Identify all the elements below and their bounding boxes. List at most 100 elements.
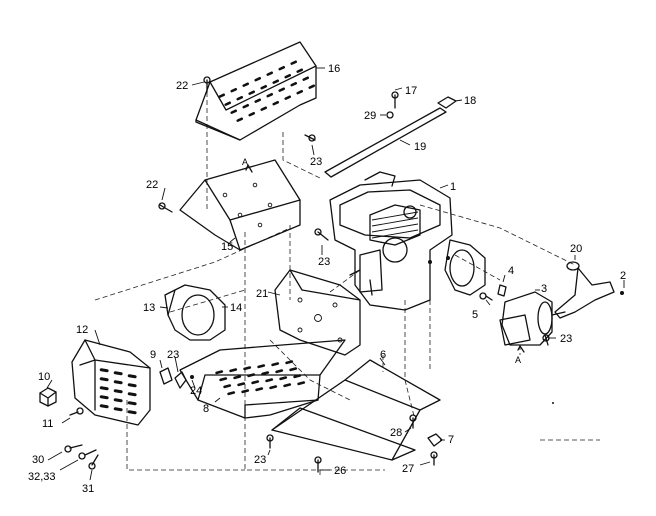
- vent-slot: [289, 367, 298, 372]
- vent-slot: [229, 368, 238, 373]
- vent-slot: [127, 392, 137, 397]
- bar-part-19: [324, 107, 447, 178]
- vent-slot: [99, 368, 109, 373]
- callout-9: 9: [150, 349, 156, 361]
- exhaust-bracket-part-20: [554, 261, 624, 319]
- callout-14: 14: [230, 302, 242, 314]
- vent-slot: [99, 395, 109, 400]
- callout-20: 20: [570, 243, 582, 255]
- callout-17: 17: [405, 85, 417, 97]
- vent-slot: [113, 380, 123, 385]
- vent-slot: [293, 374, 302, 379]
- front-panel-part-12: [71, 339, 151, 426]
- callout-15: 15: [221, 241, 233, 253]
- vent-slot: [113, 407, 123, 412]
- vent-slot: [290, 81, 298, 87]
- vent-slot: [247, 373, 256, 378]
- callout-26: 29: [364, 110, 376, 122]
- muffler-part-3: [499, 291, 566, 346]
- vent-slot: [302, 76, 310, 81]
- callout-21: 21: [256, 288, 268, 300]
- vent-slot: [272, 100, 280, 106]
- vent-slot: [230, 109, 238, 114]
- vent-slot: [285, 360, 294, 365]
- callout-23-right: 23: [560, 333, 572, 345]
- vent-slot: [255, 387, 264, 392]
- vent-slot: [113, 398, 123, 403]
- vent-slot: [237, 382, 246, 387]
- vent-slot: [227, 391, 236, 396]
- callout-4: 4: [508, 265, 514, 277]
- fasteners-4-5: [479, 284, 507, 301]
- vent-slot: [219, 377, 228, 382]
- callout-5: 5: [472, 309, 478, 321]
- vent-slot: [99, 377, 109, 382]
- bolts: [64, 76, 550, 473]
- vent-slot: [265, 378, 274, 383]
- callout-2: 2: [620, 270, 626, 282]
- frame-part-6: [271, 359, 441, 461]
- vent-slot: [242, 103, 250, 109]
- callout-12: 12: [76, 324, 88, 336]
- vent-slot: [236, 117, 244, 122]
- vent-slot: [308, 84, 316, 89]
- vent-slot: [266, 92, 274, 98]
- vent-slot: [254, 98, 262, 103]
- vent-slot: [127, 374, 137, 379]
- block-part-11: [39, 387, 57, 407]
- vent-slot: [127, 401, 137, 406]
- vent-slot: [248, 90, 256, 95]
- callout-30: 31: [82, 483, 94, 495]
- vent-slot: [99, 404, 109, 409]
- callout-8: 8: [203, 403, 209, 415]
- leader-lines: [46, 67, 625, 481]
- vent-slot: [278, 65, 286, 71]
- vent-slot: [230, 87, 238, 93]
- callout-28: 27: [402, 463, 414, 475]
- callout-16: 16: [328, 63, 340, 75]
- callout-27: 26: [334, 465, 346, 477]
- callout-24: 23: [167, 349, 179, 361]
- vent-slot: [127, 410, 137, 415]
- vent-slot: [272, 79, 280, 84]
- callout-32-33: 32,33: [28, 471, 56, 483]
- vent-slot: [269, 385, 278, 390]
- assembly-guide-lines: [94, 92, 600, 478]
- callout-31: 30: [32, 454, 44, 466]
- reference-marks: A A: [242, 157, 525, 365]
- callout-labels: 16 22 17 29 18 19 23 1 22 15 23 20 2 4 3…: [28, 63, 626, 495]
- callout-3: 3: [541, 283, 547, 295]
- vent-slot: [283, 383, 292, 388]
- callout-22-mid: 22: [146, 179, 158, 191]
- vent-slot: [242, 82, 250, 87]
- callout-7: 7: [448, 434, 454, 446]
- reference-mark-a-bottom: A: [515, 355, 521, 365]
- vent-slot: [260, 106, 268, 111]
- vent-slot: [127, 383, 137, 388]
- reference-mark-a-top: A: [242, 157, 248, 167]
- vent-slot: [284, 73, 292, 79]
- vent-slot: [233, 375, 242, 380]
- vent-slot: [113, 371, 123, 376]
- vent-slot: [278, 87, 286, 92]
- vent-slot: [251, 380, 260, 385]
- callout-23-bottom: 23: [254, 454, 266, 466]
- vent-slot: [275, 369, 284, 374]
- vent-slot: [257, 364, 266, 369]
- vent-slot: [236, 95, 244, 101]
- vent-slot: [99, 386, 109, 391]
- top-cover-part-16: [195, 41, 317, 141]
- vent-slot: [260, 84, 268, 90]
- callout-23-mid: 23: [318, 256, 330, 268]
- stray-dot: [552, 402, 554, 404]
- vent-slot: [254, 76, 262, 82]
- cover-panel-part-15: [179, 159, 301, 251]
- vent-slot: [296, 89, 304, 95]
- vent-slot: [271, 362, 280, 367]
- vent-slot: [243, 366, 252, 371]
- callout-29: 28: [390, 427, 402, 439]
- vent-slot: [224, 101, 232, 106]
- callout-6: 6: [380, 349, 386, 361]
